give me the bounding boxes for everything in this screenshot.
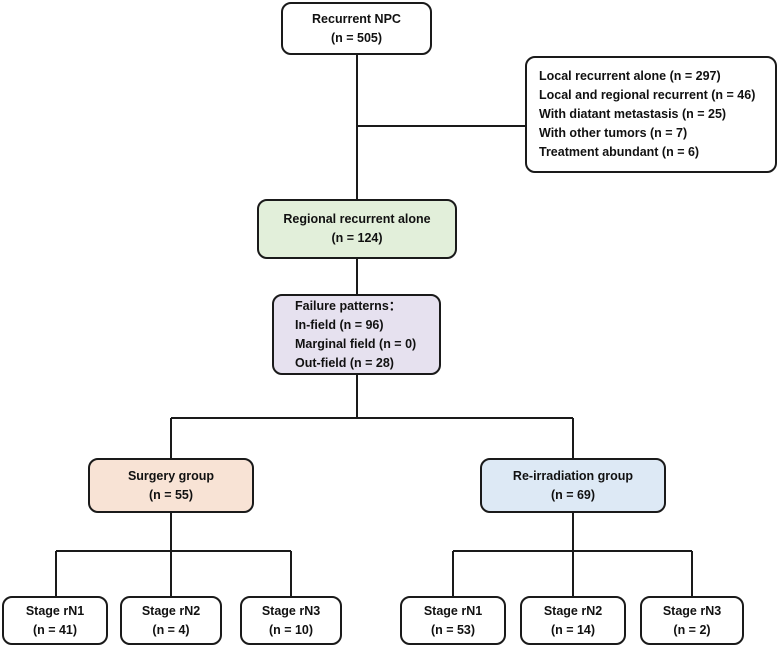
reirradiation-stage-rn2-count: (n = 14) [550,622,596,637]
excluded-item-metastasis: With diatant metastasis (n = 25) [539,107,727,121]
excluded-item-local-regional: Local and regional recurrent (n = 46) [539,88,756,102]
failure-patterns-box: Failure patterns： In-field (n = 96) Marg… [272,294,441,375]
reirradiation-stage-rn1-box: Stage rN1 (n = 53) [400,596,506,645]
reirradiation-stage-rn1-count: (n = 53) [430,622,476,637]
regional-recurrent-count: (n = 124) [331,231,383,245]
failure-patterns-title: Failure patterns： [295,298,402,313]
reirradiation-stage-rn2-box: Stage rN2 (n = 14) [520,596,626,645]
failure-item-marginal-field: Marginal field (n = 0) [295,336,417,351]
excluded-item-other-tumors: With other tumors (n = 7) [539,126,688,140]
reirradiation-group-title: Re-irradiation group [512,468,634,483]
surgery-stage-rn2-count: (n = 4) [152,622,190,637]
recurrent-npc-count: (n = 505) [330,30,383,45]
surgery-group-title: Surgery group [127,468,215,483]
failure-item-out-field: Out-field (n = 28) [295,355,394,370]
excluded-box: Local recurrent alone (n = 297) Local an… [525,56,777,173]
reirradiation-group-count: (n = 69) [550,487,596,502]
surgery-stage-rn3-count: (n = 10) [268,622,314,637]
surgery-stage-rn2-box: Stage rN2 (n = 4) [120,596,222,645]
reirradiation-group-box: Re-irradiation group (n = 69) [480,458,666,513]
excluded-item-treatment-abundant: Treatment abundant (n = 6) [539,145,700,159]
surgery-group-count: (n = 55) [148,487,194,502]
reirradiation-stage-rn3-count: (n = 2) [673,622,711,637]
regional-recurrent-title: Regional recurrent alone [283,212,431,226]
recurrent-npc-title: Recurrent NPC [312,11,401,26]
surgery-stage-rn1-count: (n = 41) [32,622,78,637]
reirradiation-stage-rn2-label: Stage rN2 [543,603,603,618]
surgery-stage-rn3-box: Stage rN3 (n = 10) [240,596,342,645]
reirradiation-stage-rn1-label: Stage rN1 [423,603,483,618]
surgery-stage-rn3-label: Stage rN3 [261,603,321,618]
surgery-stage-rn2-label: Stage rN2 [141,603,201,618]
reirradiation-stage-rn3-label: Stage rN3 [662,603,722,618]
regional-recurrent-box: Regional recurrent alone (n = 124) [257,199,457,259]
recurrent-npc-box: Recurrent NPC (n = 505) [281,2,432,55]
excluded-item-local-alone: Local recurrent alone (n = 297) [539,69,721,83]
surgery-group-box: Surgery group (n = 55) [88,458,254,513]
surgery-stage-rn1-box: Stage rN1 (n = 41) [2,596,108,645]
surgery-stage-rn1-label: Stage rN1 [25,603,85,618]
reirradiation-stage-rn3-box: Stage rN3 (n = 2) [640,596,744,645]
failure-item-in-field: In-field (n = 96) [295,317,384,332]
